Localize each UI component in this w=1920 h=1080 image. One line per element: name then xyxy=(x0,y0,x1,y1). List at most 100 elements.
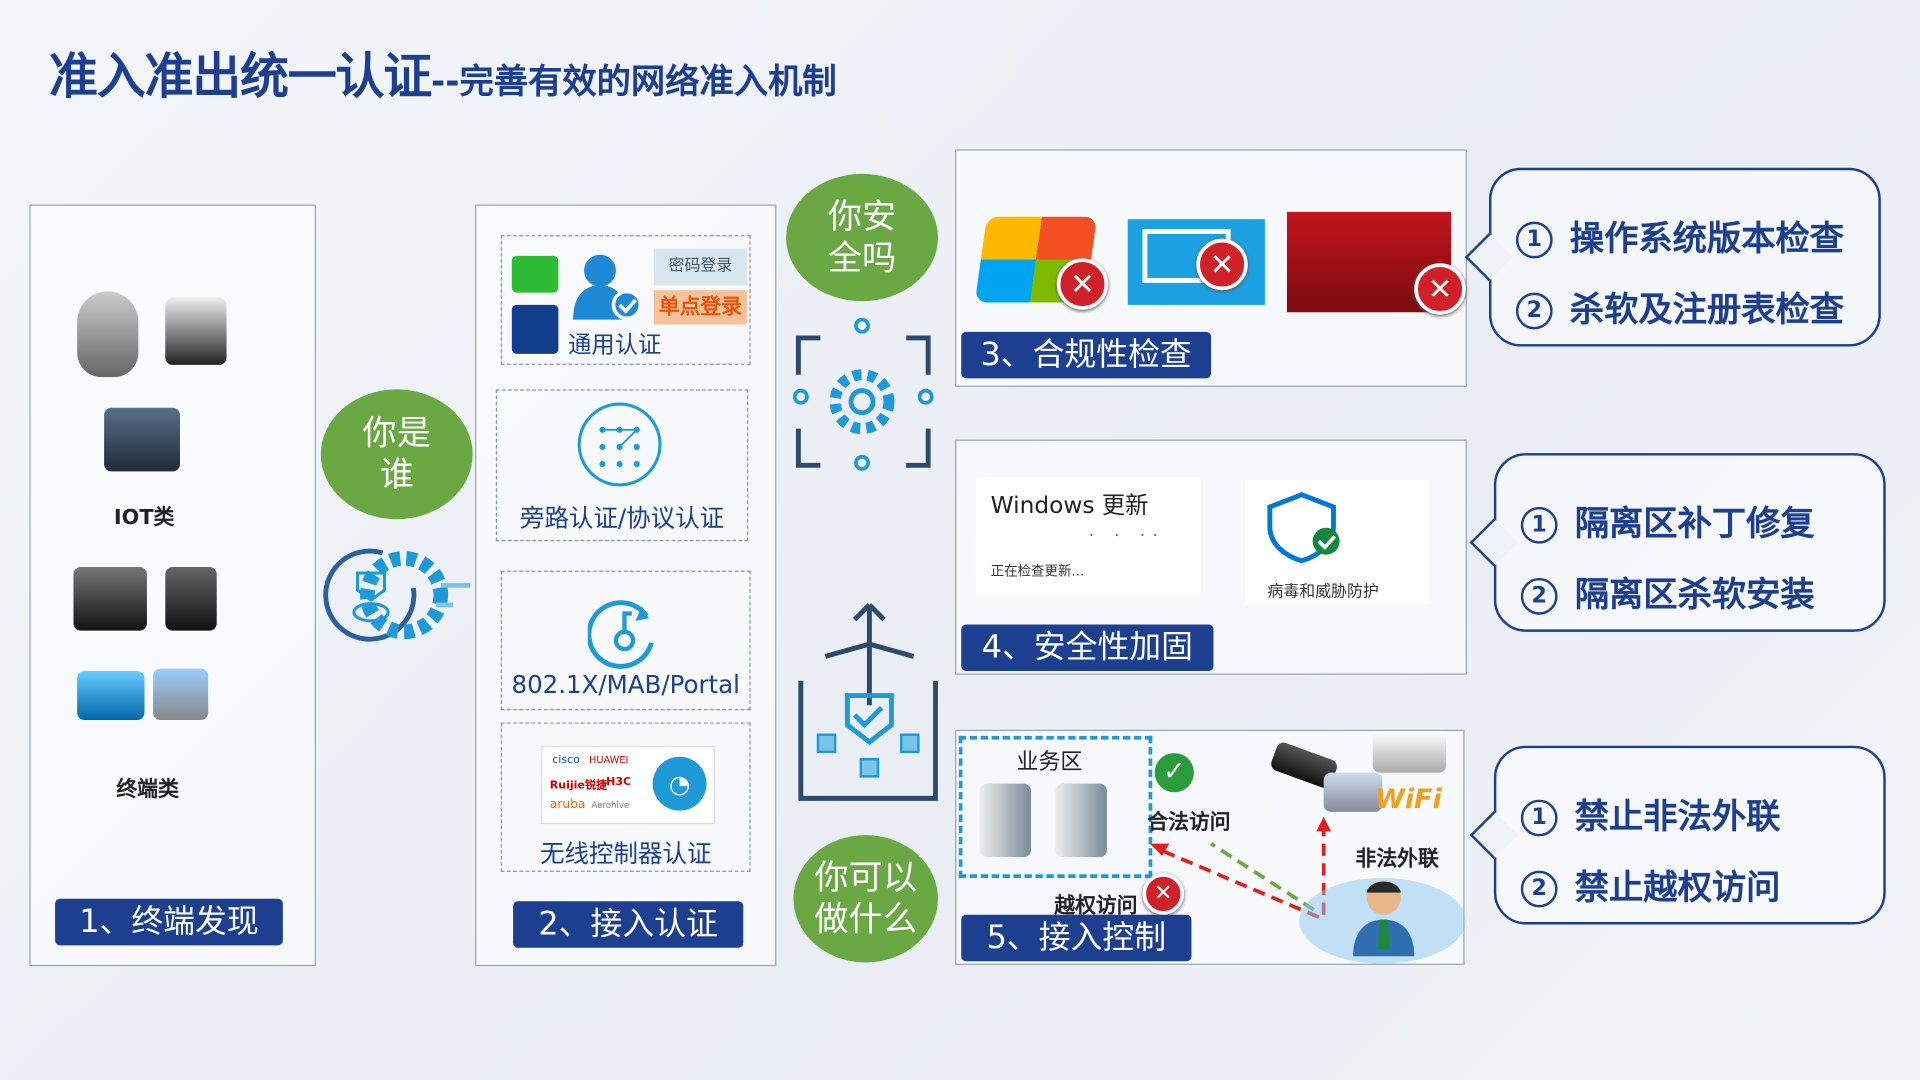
server-icon xyxy=(979,783,1032,858)
number-2-icon: 2 xyxy=(1520,870,1558,908)
defender-label: 病毒和威胁防护 xyxy=(1267,582,1379,602)
legal-access-label: 合法访问 xyxy=(1147,810,1231,836)
step2-badge: 2、接入认证 xyxy=(513,901,744,948)
number-1-icon: 1 xyxy=(1520,506,1558,544)
wireless-controller-auth-box[interactable]: cisco HUAWEI Ruijie锐捷 H3C aruba Aerohive… xyxy=(500,722,751,872)
slide-title: 准入准出统一认证--完善有效的网络准入机制 xyxy=(49,37,837,108)
laptop-icon xyxy=(153,668,209,721)
number-1-icon: 1 xyxy=(1515,221,1553,259)
check-icon: ✓ xyxy=(1154,753,1194,793)
callout-text: 禁止非法外联 xyxy=(1574,795,1781,837)
callout-text: 禁止越权访问 xyxy=(1574,866,1781,908)
router-icon xyxy=(1372,731,1447,773)
shield-check-icon xyxy=(1267,492,1340,564)
step3-badge: 3、合规性检查 xyxy=(961,331,1212,379)
business-zone-label: 业务区 xyxy=(1016,749,1083,776)
windows-update-status: 正在检查更新... xyxy=(990,563,1085,580)
error-x-icon: ✕ xyxy=(1056,258,1109,310)
wifi-logo: WiFi xyxy=(1375,784,1442,816)
what-bubble-text: 你可以做什么 xyxy=(814,857,918,940)
general-auth-box[interactable]: 密码登录 单点登录 通用认证 xyxy=(500,235,751,365)
wifi-icon: ◔ xyxy=(652,756,707,811)
scanner-icon xyxy=(165,297,227,365)
access-auth-panel: 密码登录 单点登录 通用认证 旁路认证/协议认证 802.1X/MAB/Port… xyxy=(475,204,777,967)
access-control-callout: 1 禁止非法外联 2 禁止越权访问 xyxy=(1493,745,1886,925)
compliance-callout: 1 操作系统版本检查 2 杀软及注册表检查 xyxy=(1488,167,1881,347)
identity-gear-icon xyxy=(323,548,471,642)
pattern-lock-icon xyxy=(577,402,662,487)
safe-bubble: 你安全吗 xyxy=(786,173,938,302)
hardening-callout: 1 隔离区补丁修复 2 隔离区杀软安装 xyxy=(1493,453,1886,632)
aerohive-logo: Aerohive xyxy=(591,800,630,811)
cisco-logo: cisco xyxy=(552,754,580,767)
title-main: 准入准出统一认证 xyxy=(48,48,432,106)
access-control-panel: 业务区 ✓ 合法访问 WiFi 非法外联 越权访问 ✕ 5、接入控制 xyxy=(955,729,1466,965)
callout-item: 1 操作系统版本检查 xyxy=(1515,212,1878,261)
title-separator: -- xyxy=(431,61,460,102)
huawei-logo: HUAWEI xyxy=(588,754,629,766)
user-avatar-icon xyxy=(1353,880,1415,957)
what-bubble: 你可以做什么 xyxy=(793,835,938,963)
security-gear-users-icon xyxy=(792,317,934,471)
terminal-discovery-panel: IOT类 终端类 1、终端发现 xyxy=(29,204,316,967)
camera-icon xyxy=(77,291,139,378)
illegal-outreach-label: 非法外联 xyxy=(1355,847,1439,872)
general-auth-label: 通用认证 xyxy=(568,331,662,359)
callout-item: 1 禁止非法外联 xyxy=(1520,790,1883,839)
compliance-panel: ✕ ✕ ✕ 3、合规性检查 xyxy=(955,149,1467,387)
tablet-icon xyxy=(165,566,217,631)
business-zone: 业务区 xyxy=(958,735,1153,878)
iot-label: IOT类 xyxy=(113,505,175,531)
server-icon xyxy=(1055,783,1107,858)
callout-item: 2 杀软及注册表检查 xyxy=(1515,283,1878,332)
who-bubble-text: 你是谁 xyxy=(362,412,432,495)
number-1-icon: 1 xyxy=(1520,799,1558,837)
number-2-icon: 2 xyxy=(1520,577,1558,615)
laptop-icon xyxy=(1323,772,1383,812)
error-x-icon: ✕ xyxy=(1414,263,1466,315)
who-bubble: 你是谁 xyxy=(320,389,473,520)
callout-text: 杀软及注册表检查 xyxy=(1569,288,1845,330)
ruijie-logo: Ruijie锐捷 xyxy=(549,780,607,793)
callout-item: 2 禁止越权访问 xyxy=(1520,861,1883,910)
dot1x-auth-box[interactable]: 802.1X/MAB/Portal xyxy=(500,570,751,711)
callout-item: 1 隔离区补丁修复 xyxy=(1520,497,1883,546)
access-arrows xyxy=(1149,816,1332,919)
dot1x-label: 802.1X/MAB/Portal xyxy=(511,669,740,700)
vendor-logos: cisco HUAWEI Ruijie锐捷 H3C aruba Aerohive… xyxy=(541,745,716,825)
callout-text: 隔离区补丁修复 xyxy=(1574,503,1815,544)
phones-icon xyxy=(73,566,147,631)
callout-text: 操作系统版本检查 xyxy=(1569,217,1845,259)
app-icon xyxy=(511,304,559,354)
bypass-auth-label: 旁路认证/协议认证 xyxy=(519,503,725,533)
hardening-panel: Windows 更新 · · ·· 正在检查更新... 病毒和威胁防护 4、安全… xyxy=(955,439,1467,675)
ip-phone-icon xyxy=(104,407,181,472)
h3c-logo: H3C xyxy=(606,776,632,789)
error-x-icon: ✕ xyxy=(1196,238,1248,291)
access-control-flow-icon xyxy=(798,603,938,801)
user-verified-icon xyxy=(573,254,643,321)
safe-bubble-text: 你安全吗 xyxy=(827,195,897,278)
windows-update-card: Windows 更新 · · ·· 正在检查更新... xyxy=(975,477,1202,596)
desktop-icon xyxy=(77,671,145,721)
defender-card: 病毒和威胁防护 xyxy=(1245,480,1429,605)
number-2-icon: 2 xyxy=(1515,292,1553,330)
step1-badge: 1、终端发现 xyxy=(55,898,283,946)
bypass-auth-box[interactable]: 旁路认证/协议认证 xyxy=(495,389,749,542)
title-sub: 完善有效的网络准入机制 xyxy=(459,61,837,102)
windows-update-title: Windows 更新 xyxy=(990,492,1149,520)
unauthorized-access-label: 越权访问 xyxy=(1054,893,1138,919)
password-login-logo: 密码登录 xyxy=(653,248,747,286)
wireless-auth-label: 无线控制器认证 xyxy=(540,838,712,869)
loading-dots-icon: · · ·· xyxy=(1088,526,1166,547)
step5-badge: 5、接入控制 xyxy=(961,914,1192,962)
deny-x-icon: ✕ xyxy=(1142,873,1185,915)
aruba-logo: aruba xyxy=(549,798,586,812)
callout-item: 2 隔离区杀软安装 xyxy=(1520,568,1883,617)
wechat-icon xyxy=(511,255,559,293)
step4-badge: 4、安全性加固 xyxy=(961,624,1214,672)
key-refresh-icon xyxy=(587,600,654,669)
terminal-label: 终端类 xyxy=(116,777,179,803)
callout-text: 隔离区杀软安装 xyxy=(1574,574,1815,615)
